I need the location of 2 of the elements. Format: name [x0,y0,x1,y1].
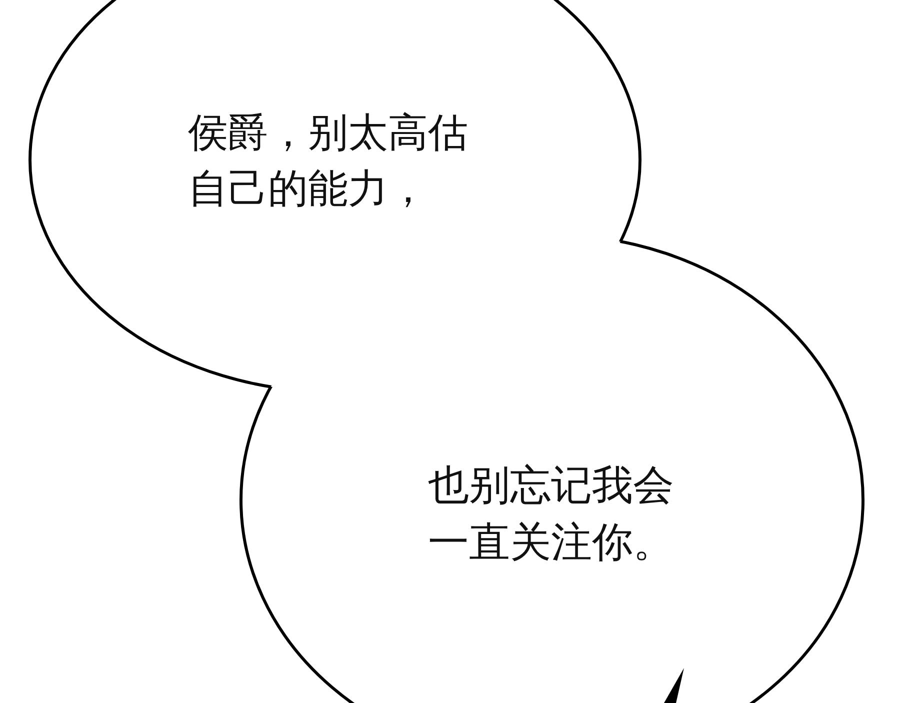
speech-text: 也别忘记我会一直关注你。 [428,460,674,568]
speech-text: 侯爵，别太高估自己的能力， [188,109,468,214]
